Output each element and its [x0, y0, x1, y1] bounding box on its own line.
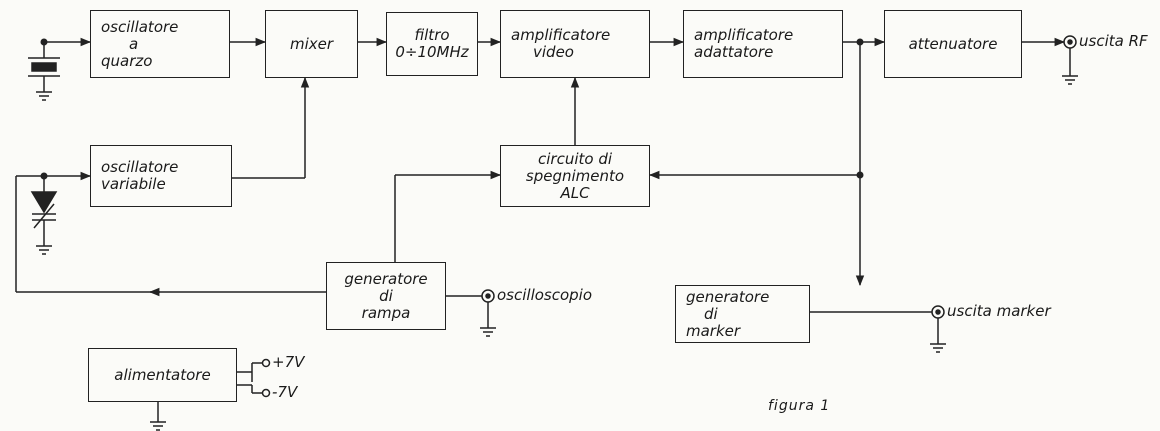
label-uscita-marker: uscita marker: [947, 302, 1051, 320]
terminal-minus-icon: [261, 388, 271, 398]
block-label: alimentatore: [114, 365, 211, 384]
block-label: marker: [686, 321, 741, 340]
block-label: amplificatore: [694, 26, 794, 44]
block-label: amplificatore: [511, 26, 611, 44]
block-label: variabile: [101, 175, 166, 193]
block-attenuatore: attenuatore: [884, 10, 1022, 78]
block-oscillatore-variabile: oscillatore variabile: [90, 145, 232, 207]
connector-marker-icon: [930, 305, 946, 353]
block-label: circuito di: [537, 149, 613, 168]
block-generatore-rampa: generatore di rampa: [326, 262, 446, 330]
block-oscillatore-quarzo: oscillatore a quarzo: [90, 10, 230, 78]
block-label: 0÷10MHz: [395, 43, 469, 61]
ground-supply-icon: [150, 421, 166, 431]
block-amplificatore-adattatore: amplificatore adattatore: [683, 10, 843, 78]
block-label: generatore: [344, 269, 428, 288]
connector-oscilloscope-icon: [480, 289, 496, 337]
block-generatore-marker: generatore di marker: [675, 285, 810, 343]
block-filtro: filtro 0÷10MHz: [386, 12, 478, 76]
block-label: rampa: [361, 303, 411, 322]
block-label: video: [533, 43, 574, 61]
connector-rf-icon: [1062, 35, 1078, 85]
terminal-plus-icon: [261, 358, 271, 368]
block-label: attenuatore: [908, 34, 998, 53]
label-oscilloscopio: oscilloscopio: [497, 286, 593, 304]
figure-caption: figura 1: [768, 398, 831, 414]
block-label: spegnimento: [525, 166, 625, 185]
block-label: mixer: [289, 34, 334, 53]
varactor-icon: [30, 176, 58, 255]
block-label: generatore: [686, 287, 770, 306]
crystal-icon: [28, 42, 60, 101]
label-uscita-rf: uscita RF: [1079, 32, 1148, 50]
block-label: filtro: [414, 26, 450, 44]
block-label: quarzo: [101, 51, 153, 70]
block-label: oscillatore: [101, 17, 179, 36]
block-label: di: [704, 304, 718, 323]
block-label: ALC: [560, 183, 590, 202]
block-mixer: mixer: [265, 10, 358, 78]
block-alimentatore: alimentatore: [88, 348, 237, 402]
block-amplificatore-video: amplificatore video: [500, 10, 650, 78]
label-minus-7v: -7V: [272, 383, 298, 401]
block-circuito-spegnimento: circuito di spegnimento ALC: [500, 145, 650, 207]
block-label: a: [129, 34, 139, 53]
block-label: di: [379, 286, 393, 305]
label-plus-7v: +7V: [272, 353, 305, 371]
block-label: oscillatore: [101, 158, 179, 176]
block-label: adattatore: [694, 43, 774, 61]
